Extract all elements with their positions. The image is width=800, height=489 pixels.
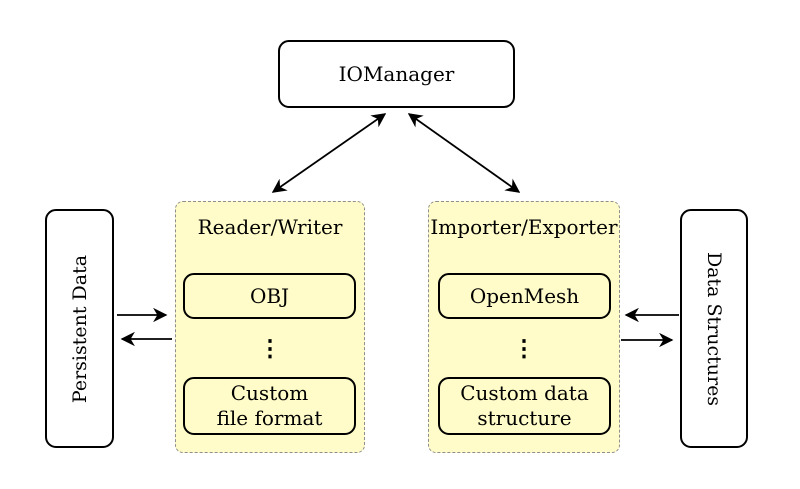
node-openmesh: OpenMesh [438,273,611,319]
node-custom-data-structure-line2: structure [477,406,572,430]
node-obj: OBJ [183,273,356,319]
node-data-structures-label: Data Structures [703,251,725,406]
group-reader-writer-title: Reader/Writer [197,215,343,239]
importer-exporter-ellipsis: ⋮ [512,335,536,362]
node-obj-label: OBJ [249,283,290,308]
node-custom-file-format-line1: Custom [230,381,309,405]
node-data-structures: Data Structures [680,209,748,448]
node-custom-data-structure-line1: Custom data [460,381,589,405]
node-persistent-data: Persistent Data [45,209,114,448]
arrow-iomanager-importerexporter [407,113,521,193]
node-openmesh-label: OpenMesh [469,283,580,308]
node-iomanager: IOManager [278,40,515,108]
group-importer-exporter-title: Importer/Exporter [430,215,618,239]
node-custom-file-format: Custom file format [183,377,356,435]
node-custom-data-structure: Custom data structure [438,377,611,435]
arrow-iomanager-readerwriter [271,113,387,193]
group-importer-exporter: Importer/Exporter OpenMesh ⋮ Custom data… [428,201,620,453]
group-reader-writer: Reader/Writer OBJ ⋮ Custom file format [175,201,365,453]
reader-writer-ellipsis: ⋮ [258,335,282,362]
node-custom-file-format-line2: file format [216,406,323,430]
node-iomanager-label: IOManager [338,62,455,86]
node-persistent-data-label: Persistent Data [68,254,91,403]
